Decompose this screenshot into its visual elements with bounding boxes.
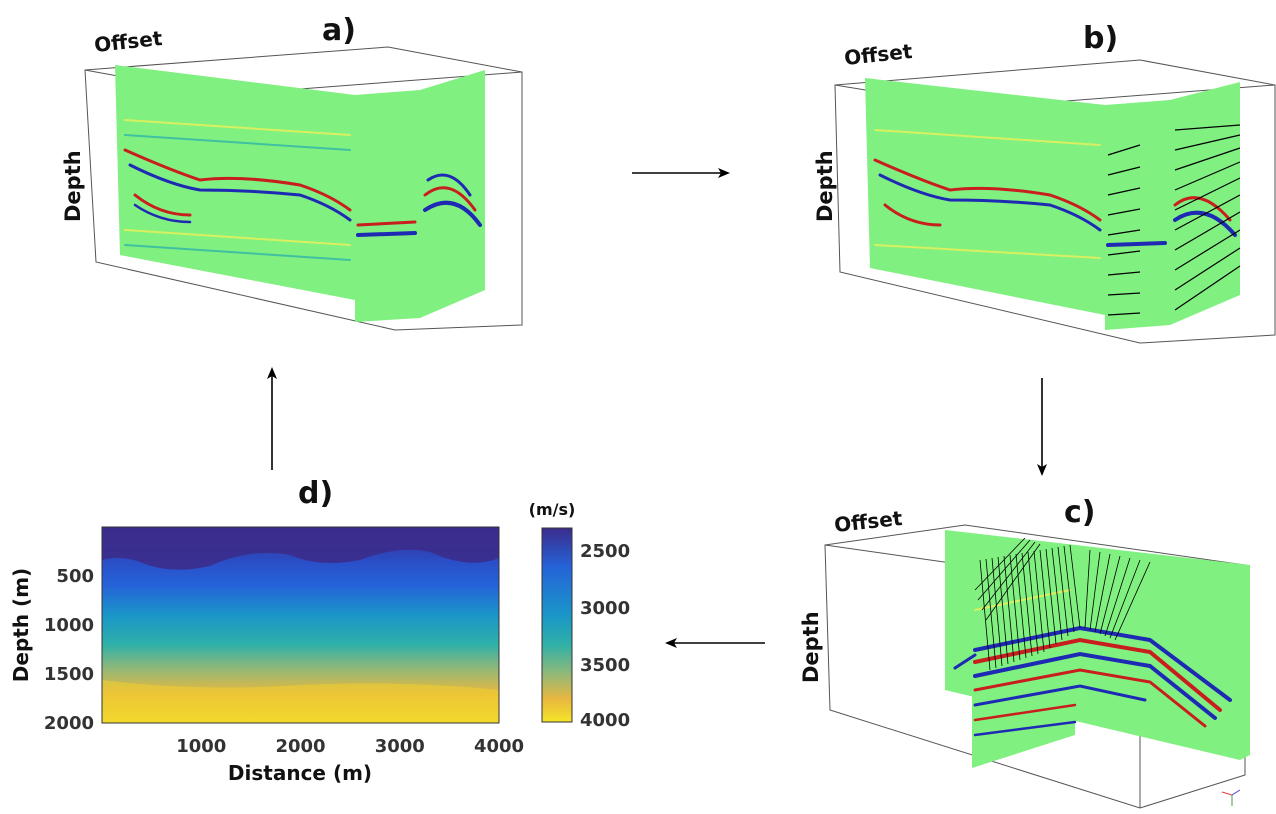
panel-c-offset-label: Offset (833, 506, 904, 537)
colorbar-scale (541, 527, 573, 723)
panel-b-back-slice (1170, 82, 1240, 325)
panel-a-depth-label: Depth (61, 150, 85, 222)
x-tick-label: 3000 (375, 736, 425, 757)
colorbar-tick-label: 3500 (580, 655, 630, 676)
panel-b-reflectors (873, 129, 1237, 259)
panel-c: c) Offset Depth (799, 495, 1250, 809)
panel-a-main-slice (115, 65, 355, 300)
velocity-fast-zone (102, 680, 499, 723)
panel-a-reflectors (123, 119, 482, 261)
colorbar-tick-label: 3000 (580, 598, 630, 619)
panel-b: b) Offset Depth (813, 21, 1276, 344)
colorbar: (m/s) 2500 3000 3500 4000 (529, 500, 630, 731)
panel-a: a) Offset Depth (61, 13, 523, 331)
panel-b-label: b) (1083, 21, 1118, 56)
y-tick-label: 500 (56, 566, 94, 587)
panel-d-label: d) (298, 476, 333, 511)
panel-a-label: a) (322, 13, 356, 48)
y-axis-label: Depth (m) (9, 568, 33, 682)
panel-c-label: c) (1064, 495, 1096, 530)
heatmap-frame (101, 526, 500, 724)
colorbar-ticks: 2500 3000 3500 4000 (580, 541, 630, 731)
panel-b-main-slice (865, 78, 1105, 315)
colorbar-tick-label: 2500 (580, 541, 630, 562)
panel-a-side-slice (355, 90, 420, 322)
x-tick-label: 4000 (474, 736, 524, 757)
y-tick-label: 1000 (44, 615, 94, 636)
panel-c-depth-label: Depth (799, 611, 823, 683)
velocity-heatmap (101, 526, 500, 724)
x-axis-label: Distance (m) (228, 761, 372, 785)
colorbar-tick-label: 4000 (580, 710, 630, 731)
velocity-low-layer (102, 527, 499, 570)
panel-c-reflectors (953, 589, 1232, 737)
panel-c-ray-fan (974, 537, 1151, 671)
colorbar-unit-label: (m/s) (529, 500, 576, 519)
panel-d: d) 1000 2000 3000 4000 500 1000 1500 2000 Dist… (9, 476, 630, 785)
panel-a-offset-label: Offset (93, 26, 164, 57)
y-tick-label: 1500 (44, 664, 94, 685)
panel-b-depth-label: Depth (813, 150, 837, 222)
panel-b-side-slice (1105, 100, 1170, 330)
panel-a-back-slice (420, 70, 485, 318)
y-axis-ticks: 500 1000 1500 2000 (44, 566, 94, 734)
x-axis-ticks: 1000 2000 3000 4000 (176, 736, 524, 757)
x-tick-label: 2000 (275, 736, 325, 757)
panel-b-offset-label: Offset (843, 39, 914, 70)
y-tick-label: 2000 (44, 713, 94, 734)
panel-b-ray-lines (1107, 124, 1241, 316)
x-tick-label: 1000 (176, 736, 226, 757)
axes-triad-icon (1221, 789, 1241, 806)
